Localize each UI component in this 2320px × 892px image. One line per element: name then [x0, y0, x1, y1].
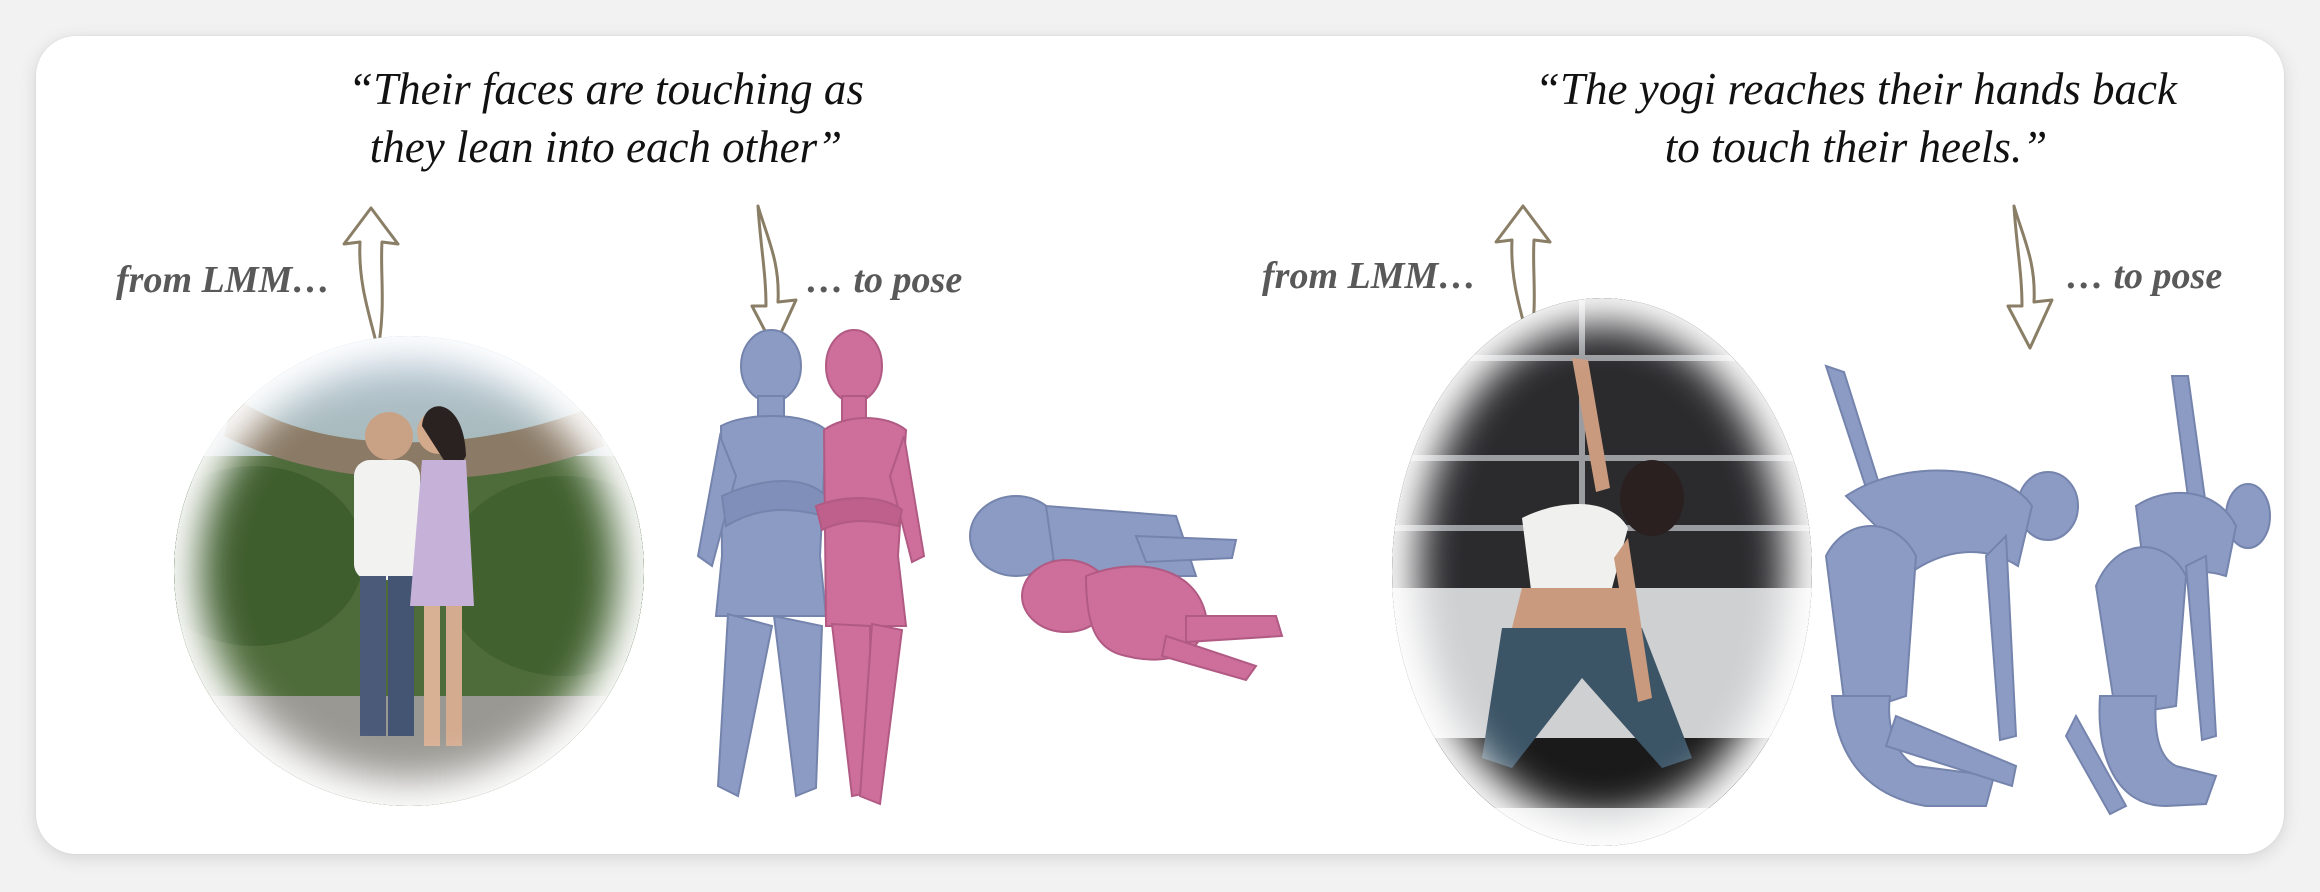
quote-line-1: “The yogi reaches their hands back	[1535, 64, 2177, 114]
yogi-photo	[1392, 298, 1812, 846]
yogi-caption-quote: “The yogi reaches their hands back to to…	[1446, 60, 2266, 176]
from-lmm-label-left: from LMM…	[116, 259, 331, 301]
from-lmm-label-right: from LMM…	[1262, 255, 1477, 297]
couple-pose-mesh-top	[969, 495, 1284, 682]
figure-card: “Their faces are touching as they lean i…	[36, 36, 2284, 854]
quote-line-2: they lean into each other”	[369, 122, 843, 172]
couple-photo	[174, 336, 644, 806]
up-arrow-icon	[342, 206, 400, 352]
quote-line-1: “Their faces are touching as	[348, 64, 864, 114]
couple-caption-quote: “Their faces are touching as they lean i…	[246, 60, 966, 176]
down-arrow-icon	[2006, 204, 2054, 350]
to-pose-label-right: … to pose	[2066, 255, 2223, 297]
yogi-pose-mesh-front	[1824, 364, 2079, 807]
yogi-pose-mesh-side	[2064, 375, 2271, 816]
to-pose-label-left: … to pose	[806, 259, 963, 301]
quote-line-2: to touch their heels.”	[1664, 122, 2048, 172]
couple-pose-mesh-front	[696, 329, 926, 806]
